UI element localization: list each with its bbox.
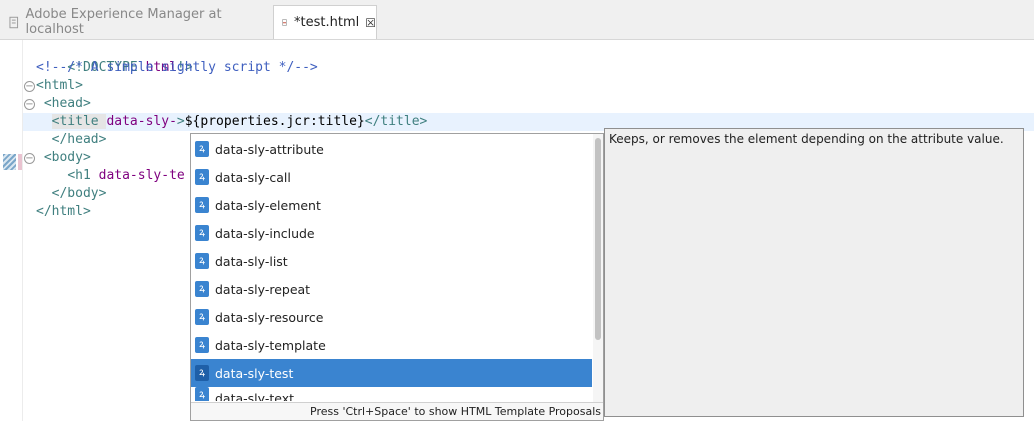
template-attribute-icon: ꝝ bbox=[195, 365, 209, 381]
template-attribute-icon: ꝝ bbox=[195, 281, 209, 297]
fold-toggle-icon[interactable]: − bbox=[24, 81, 35, 92]
tab-label: *test.html bbox=[294, 15, 360, 30]
template-attribute-icon: ꝝ bbox=[195, 387, 209, 401]
template-attribute-icon: ꝝ bbox=[195, 169, 209, 185]
completion-status: Press 'Ctrl+Space' to show HTML Template… bbox=[191, 402, 603, 420]
close-icon[interactable]: ☒ bbox=[365, 15, 376, 30]
code-line: <body> bbox=[36, 150, 91, 165]
tab-aem-server[interactable]: Adobe Experience Manager at localhost bbox=[0, 5, 272, 39]
tab-label: Adobe Experience Manager at localhost bbox=[25, 7, 222, 37]
fold-toggle-icon[interactable]: − bbox=[24, 153, 35, 164]
editor-ruler bbox=[0, 40, 23, 421]
scrollbar-thumb[interactable] bbox=[595, 138, 601, 340]
code-line: <head> bbox=[36, 96, 91, 111]
html-file-icon bbox=[282, 19, 287, 26]
code-line: <h1 data-sly-te bbox=[67, 168, 185, 183]
code-line-current: <title data-sly->${properties.jcr:title}… bbox=[23, 113, 1034, 131]
code-line: <!DOCTYPE html!> bbox=[67, 60, 193, 75]
proposal-info-panel: Keeps, or removes the element depending … bbox=[604, 128, 1024, 417]
template-attribute-icon: ꝝ bbox=[195, 309, 209, 325]
editor-tab-bar: Adobe Experience Manager at localhost *t… bbox=[0, 0, 1034, 40]
code-line: </head> bbox=[51, 132, 107, 147]
template-attribute-icon: ꝝ bbox=[195, 197, 209, 213]
tab-test-html[interactable]: *test.html ☒ bbox=[273, 5, 377, 39]
template-attribute-icon: ꝝ bbox=[195, 141, 209, 157]
completion-scrollbar[interactable] bbox=[593, 134, 603, 402]
code-line: </html> bbox=[36, 204, 91, 219]
proposal-description: Keeps, or removes the element depending … bbox=[609, 132, 1004, 146]
change-marker bbox=[18, 154, 22, 170]
template-attribute-icon: ꝝ bbox=[195, 253, 209, 269]
template-attribute-icon: ꝝ bbox=[195, 337, 209, 353]
code-line: </body> bbox=[51, 186, 107, 201]
code-line: <!--/* A simple sightly script */--> bbox=[36, 60, 318, 75]
template-attribute-icon: ꝝ bbox=[195, 225, 209, 241]
code-line: <html> bbox=[36, 78, 83, 93]
annotation-marker[interactable] bbox=[3, 154, 16, 170]
page-icon bbox=[9, 16, 19, 28]
code-editor[interactable]: <!DOCTYPE html!> <!--/* A simple sightly… bbox=[23, 41, 1034, 221]
fold-toggle-icon[interactable]: − bbox=[24, 99, 35, 110]
